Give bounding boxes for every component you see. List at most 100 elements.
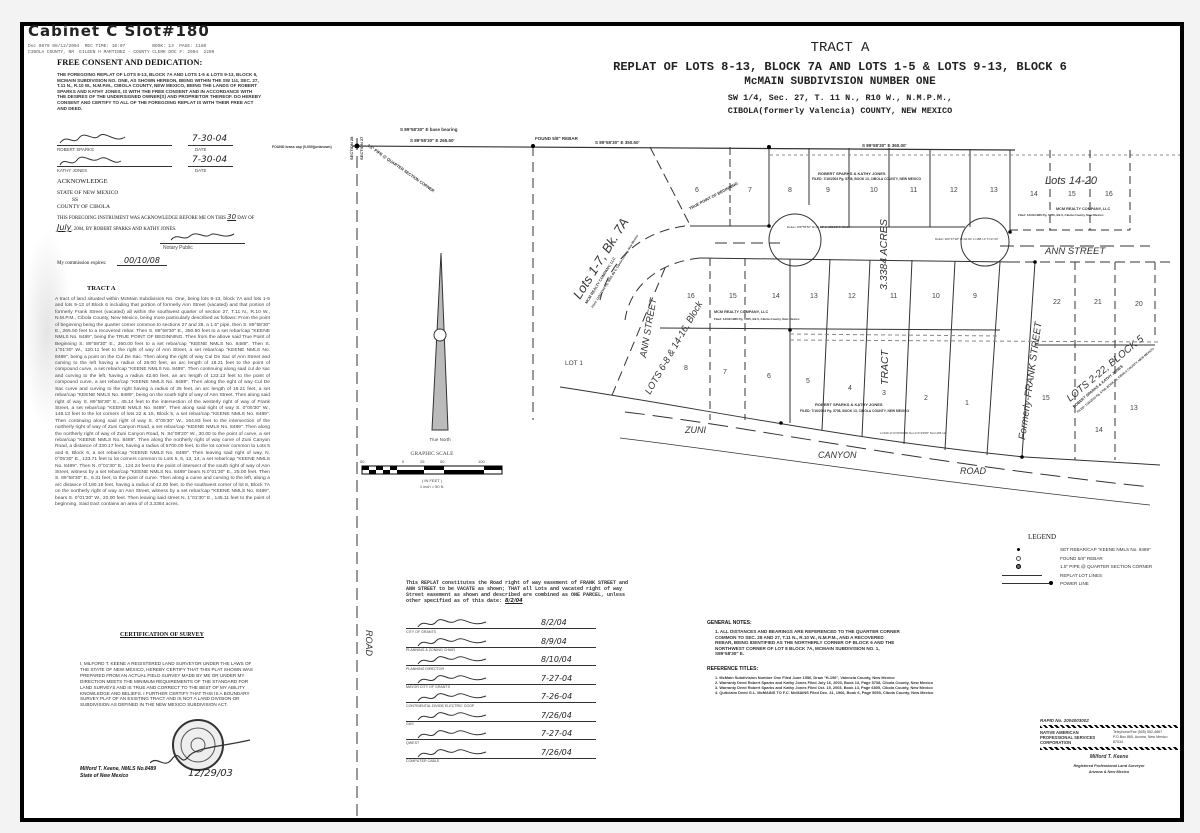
true-north-label: True North xyxy=(429,437,451,442)
approval-label: Gas xyxy=(406,722,414,726)
set-rebar-icon xyxy=(1017,548,1020,551)
lot-number: 11 xyxy=(910,187,917,194)
date-label-1: DATE xyxy=(195,147,207,152)
monuments xyxy=(354,143,1037,459)
tract-label: TRACT xyxy=(879,348,891,385)
pipe-label: 1.5" PIPE @ QUARTER SECTION CORNER xyxy=(366,143,435,194)
approval-signature xyxy=(417,656,487,665)
signature-kathy-jones xyxy=(59,156,122,166)
approval-row: Mayor City of Grants7-27-04 xyxy=(406,672,606,691)
certification-heading: CERTIFICATION OF SURVEY xyxy=(120,632,204,638)
filed-sparks-bottom: FILED: 7/16/2003 Pg. 5708, BOOK 13, CIBO… xyxy=(800,409,910,413)
approval-date: 8/9/04 xyxy=(541,636,567,646)
general-note-1: 1. ALL DISTANCES AND BEARINGS ARE REFERE… xyxy=(715,629,900,657)
approval-signature xyxy=(417,674,487,683)
owner-mcm-top: MCM REALTY COMPANY, LLC xyxy=(1056,207,1110,211)
lots-14-20-label: Lots 14-20 xyxy=(1045,175,1098,187)
legend-item: REPLAT LOT LINES xyxy=(1000,573,1175,582)
firm-phone: Telephone/Fax (505) 552-4867 xyxy=(1113,730,1163,734)
pipe-corner-marker xyxy=(354,143,360,149)
vacate-date: 8/2/04 xyxy=(505,598,523,604)
curve-data-road: L=330.17 R=5700.00 Del.1=3°19'08" Tan=16… xyxy=(880,431,946,435)
lot-number: 1 xyxy=(965,400,969,407)
firm-role: Registered Professional Land Surveyor xyxy=(1073,764,1145,768)
north-boundary-line xyxy=(351,145,1016,151)
lot-number: 12 xyxy=(950,187,958,194)
bearing-2: S 89°58'30" E 350.50' xyxy=(595,140,640,145)
lot-number: 16 xyxy=(687,293,695,300)
lot-number: 7 xyxy=(723,369,727,376)
approval-signature xyxy=(417,730,487,739)
lot-number: 12 xyxy=(848,293,856,300)
approval-date: 7-26-04 xyxy=(541,692,573,701)
true-pob-label: TRUE POINT OF BEGINNING xyxy=(688,181,739,211)
signer2-name: KATHY JONES xyxy=(57,168,88,173)
canyon-label: CANYON xyxy=(818,450,857,460)
owner-sparks-bottom: ROBERT SPARKS & KATHY JONES xyxy=(815,402,883,407)
lot-number: 13 xyxy=(1130,405,1138,412)
title-location: SW 1/4, Sec. 27, T. 11 N., R10 W., N.M.P… xyxy=(727,93,953,103)
approval-row: Computer Cable 7/26/04 xyxy=(406,746,606,765)
surveyor-name: Milford T. Keene, NMLS No.8489 xyxy=(80,766,157,772)
pipe-corner-icon xyxy=(1016,564,1021,569)
lot-number: 11 xyxy=(890,293,897,300)
graphic-scale xyxy=(361,465,503,475)
approval-label: Qwest xyxy=(406,740,420,745)
firm-stamp: RAPID No. 2004003002 NATIVE AMERICAN PRO… xyxy=(1040,718,1178,774)
cul-de-sac-east xyxy=(960,217,1010,267)
ack-text: THIS FOREGOING INSTRUMENT WAS ACKNOWLEDG… xyxy=(57,213,255,232)
lot-number: 9 xyxy=(973,293,977,300)
ack-ss: SS xyxy=(72,197,79,203)
lot-number: 13 xyxy=(810,293,818,300)
signer2-date: 7-30-04 xyxy=(192,155,228,165)
vacate-note: This REPLAT constitutes the Road right o… xyxy=(406,580,629,604)
signature-robert-sparks xyxy=(59,134,126,144)
certification-date: 12/29/03 xyxy=(188,768,233,779)
approval-row: Continental Divide Electric Coop7-26-04 xyxy=(406,690,606,709)
approval-date: 8/2/04 xyxy=(541,618,567,627)
filed-sparks-top: FILED: 7/16/2003 Pg. 5708, BOOK 13, CIBO… xyxy=(812,177,922,181)
surveyor-seal-and-signature xyxy=(150,719,251,771)
general-notes-heading: GENERAL NOTES: xyxy=(707,620,752,626)
reference-titles-list: 1. McMain Subdivision Number One Filed J… xyxy=(715,675,975,695)
scale-tick: 50 xyxy=(440,459,445,464)
lot-number: 14 xyxy=(772,293,780,300)
lot-1-label: LOT 1 xyxy=(565,360,583,367)
recording-line-1: Doc 0679 08/12/2004 REC TIME: 10:07 BOOK… xyxy=(28,44,207,49)
curve-data-west: Delta= 258°58'50" R=42.00' L=189.19' T=5… xyxy=(787,225,851,229)
firm-name: NATIVE AMERICAN PROFESSIONAL SERVICES CO… xyxy=(1040,730,1096,745)
title-subdivision: McMAIN SUBDIVISION NUMBER ONE xyxy=(744,76,936,88)
approval-label: City of Grants xyxy=(406,629,437,634)
scale-tick: 25 xyxy=(420,459,425,464)
road-label: ROAD xyxy=(960,466,987,476)
approval-label: Planning & Zoning Chair xyxy=(406,648,455,652)
lot-number: 3 xyxy=(882,390,886,397)
consent-heading: FREE CONSENT AND DEDICATION: xyxy=(57,57,203,67)
scale-ratio: 1 inch = 50 ft. xyxy=(420,484,444,489)
lot-number: 15 xyxy=(1042,395,1050,402)
lot-number: 5 xyxy=(806,378,810,385)
found-rebar-label: FOUND 5/8" REBAR xyxy=(535,136,579,141)
ann-street-west: ANN STREET xyxy=(638,296,660,359)
lot-number: 14 xyxy=(1030,191,1038,198)
legend-title: LEGEND xyxy=(1028,533,1056,541)
approval-label: Planning Director xyxy=(406,666,445,671)
firm-states: Arizona & New Mexico xyxy=(1088,770,1130,774)
lot-number: 16 xyxy=(1105,191,1113,198)
legend-item: 1.5" PIPE @ QUARTER SECTION CORNER xyxy=(1000,564,1175,573)
lot-number: 10 xyxy=(870,187,878,194)
approval-label: Computer Cable xyxy=(406,759,440,763)
recording-line-2: CIBOLA COUNTY, NM EILEEN H MARTINEZ - CO… xyxy=(28,50,215,55)
plat-sheet xyxy=(20,22,1184,822)
approval-date: 7/26/04 xyxy=(541,747,572,757)
approval-date: 7-27-04 xyxy=(541,729,573,738)
acknowledge-heading: ACKNOWLEDGE xyxy=(57,178,108,185)
tract-description: A tract of land situated within McMain S… xyxy=(55,297,270,507)
lot-number: 15 xyxy=(729,293,737,300)
signer1-date: 7-30-04 xyxy=(192,134,228,144)
lot-number: 20 xyxy=(1135,301,1143,308)
lot-number: 22 xyxy=(1053,299,1061,306)
approval-signature xyxy=(417,637,487,646)
ack-day: 30 xyxy=(227,213,237,221)
